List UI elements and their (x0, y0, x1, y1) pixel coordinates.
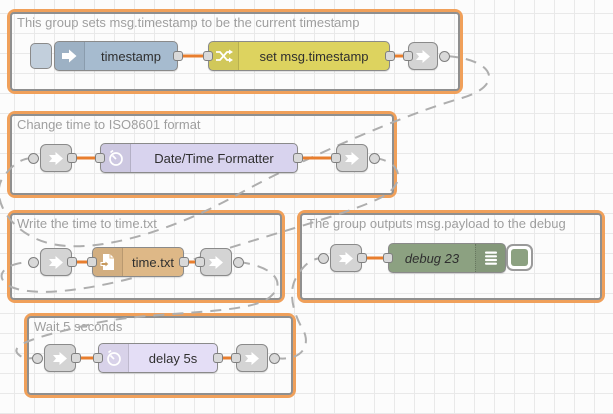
node-delay[interactable]: delay 5s (93, 343, 223, 373)
inject-output-port[interactable] (173, 51, 183, 61)
group-iso-title: Change time to ISO8601 format (17, 117, 201, 132)
link-in-icon (338, 251, 353, 265)
delay-input-port[interactable] (93, 353, 103, 363)
link-in-4-virtual-port[interactable] (318, 252, 329, 264)
link-out-icon (344, 151, 359, 165)
inject-node-label: timestamp (101, 48, 161, 64)
file-input-port[interactable] (87, 257, 97, 267)
group-timestamp-border (10, 12, 460, 91)
file-icon (93, 248, 123, 276)
link-in-icon (48, 255, 63, 269)
node-link-out-3[interactable] (195, 248, 244, 276)
node-file-write[interactable]: time.txt (87, 247, 189, 277)
link-in-icon (48, 151, 63, 165)
inject-trigger-button[interactable] (30, 43, 52, 69)
node-datetime-formatter[interactable]: Date/Time Formatter (95, 143, 303, 173)
node-inject-timestamp[interactable]: timestamp (54, 41, 183, 71)
link-in-2-output-port[interactable] (67, 153, 77, 163)
formatter-output-port[interactable] (293, 153, 303, 163)
link-in-5-output-port[interactable] (71, 353, 81, 363)
group-debug-border (300, 213, 602, 300)
formatter-node-label: Date/Time Formatter (154, 150, 274, 166)
delay-node-label: delay 5s (148, 350, 198, 366)
node-link-out-5[interactable] (231, 344, 280, 372)
file-node-label: time.txt (132, 254, 174, 270)
timer-icon (101, 144, 131, 172)
group-write-file-title: Write the time to time.txt (17, 216, 157, 231)
link-wire-wait-to-debug[interactable] (274, 257, 324, 360)
debug-toggle-button-fill (511, 249, 528, 266)
link-out-icon (244, 351, 259, 365)
link-wire-timestamp-to-iso[interactable] (0, 55, 491, 248)
link-out-icon (415, 49, 430, 63)
node-change-set-timestamp[interactable]: set msg.timestamp (203, 41, 395, 71)
debug-input-port[interactable] (383, 253, 393, 263)
link-out-5-input-port[interactable] (231, 353, 241, 363)
node-debug[interactable]: debug 23 (383, 243, 506, 273)
link-out-icon (208, 255, 223, 269)
node-link-out-1[interactable] (403, 42, 450, 70)
link-in-icon (52, 351, 67, 365)
change-input-port[interactable] (203, 51, 213, 61)
file-output-port[interactable] (179, 257, 189, 267)
link-in-2-virtual-port[interactable] (28, 152, 39, 164)
group-timestamp[interactable]: This group sets msg.timestamp to be the … (7, 9, 463, 94)
group-wait-border (27, 316, 293, 395)
group-iso-border (10, 114, 394, 195)
link-out-3-input-port[interactable] (195, 257, 205, 267)
node-link-in-4[interactable] (318, 244, 367, 272)
node-link-in-2[interactable] (28, 144, 77, 172)
node-link-in-5[interactable] (32, 344, 81, 372)
change-output-port[interactable] (385, 51, 395, 61)
link-in-4-output-port[interactable] (357, 253, 367, 263)
link-out-2-virtual-port[interactable] (369, 152, 380, 164)
group-write-file-border (10, 213, 282, 300)
inject-icon (55, 42, 85, 70)
link-out-1-input-port[interactable] (403, 51, 413, 61)
group-debug-output[interactable]: The group outputs msg.payload to the deb… (297, 210, 605, 303)
link-out-5-virtual-port[interactable] (269, 352, 280, 364)
link-in-5-virtual-port[interactable] (32, 352, 43, 364)
link-wire-file-to-wait[interactable] (15, 261, 279, 360)
debug-node-label: debug 23 (404, 250, 460, 266)
link-in-3-output-port[interactable] (67, 257, 77, 267)
change-shuffle-icon (209, 42, 239, 70)
group-debug-title: The group outputs msg.payload to the deb… (307, 216, 566, 231)
link-out-3-virtual-port[interactable] (233, 256, 244, 268)
group-timestamp-title: This group sets msg.timestamp to be the … (17, 15, 360, 30)
formatter-input-port[interactable] (95, 153, 105, 163)
debug-list-icon (475, 244, 505, 272)
group-write-file[interactable]: Write the time to time.txt (7, 210, 285, 303)
link-in-3-virtual-port[interactable] (28, 256, 39, 268)
link-out-1-virtual-port[interactable] (439, 50, 450, 62)
debug-toggle-button[interactable] (506, 244, 533, 271)
change-node-label: set msg.timestamp (259, 48, 369, 64)
node-link-in-3[interactable] (28, 248, 77, 276)
group-iso-format[interactable]: Change time to ISO8601 format (7, 111, 397, 198)
link-out-2-input-port[interactable] (331, 153, 341, 163)
timer-icon (99, 344, 129, 372)
delay-output-port[interactable] (213, 353, 223, 363)
node-link-out-2[interactable] (331, 144, 380, 172)
